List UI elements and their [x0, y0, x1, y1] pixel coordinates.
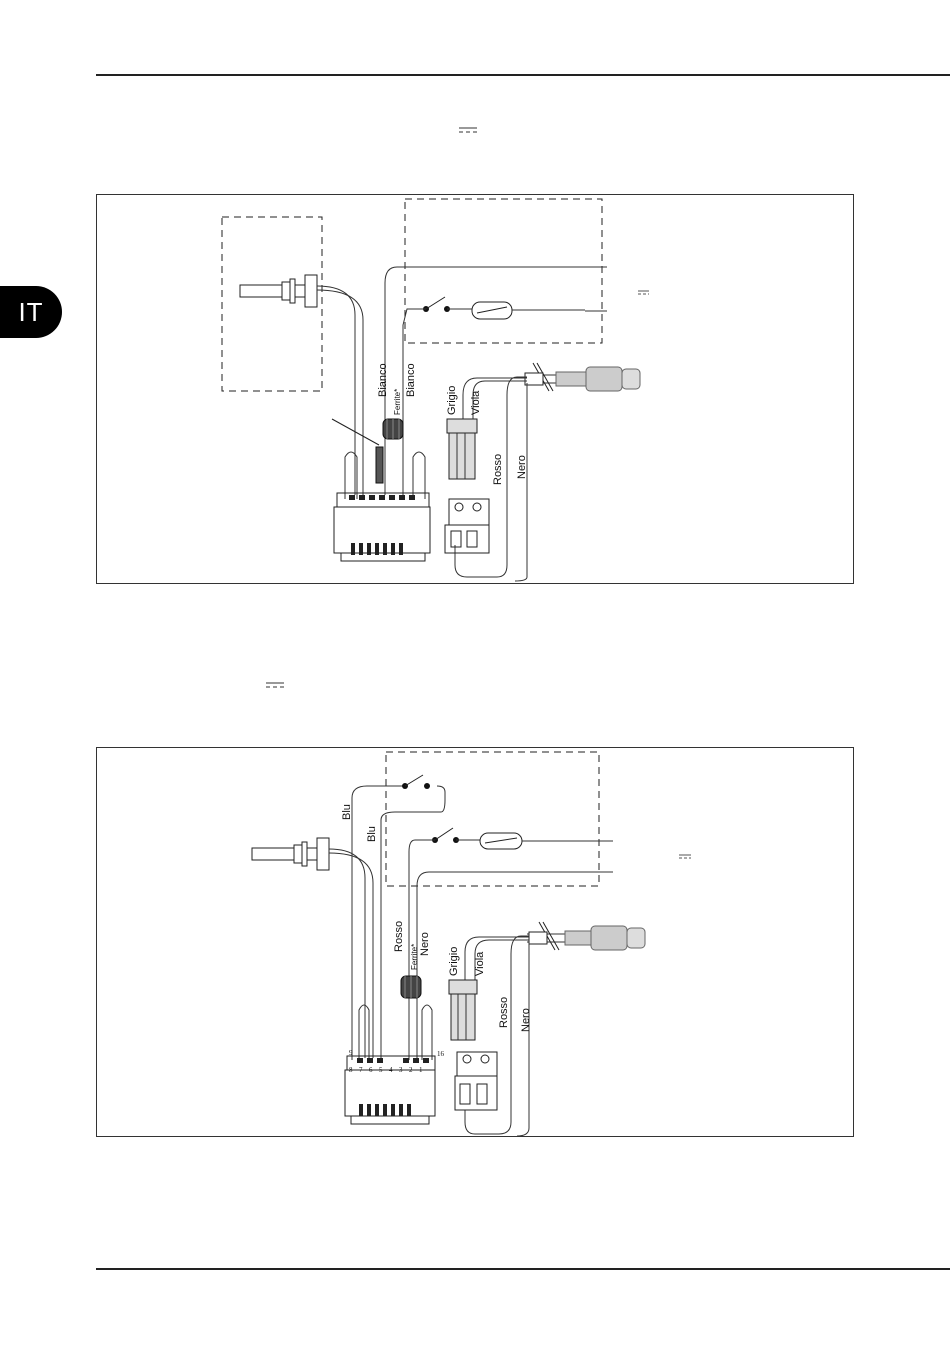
language-tab-label: IT: [18, 297, 43, 328]
reed-switch-enclosure-box: [405, 199, 602, 343]
wiring-diagram-1: Bianco Ferrite* Bianco Grigio Viola Ross…: [96, 194, 854, 584]
cable-connector-icon: [525, 363, 640, 391]
wire-label-rosso: Rosso: [492, 454, 504, 485]
terminal-number-9: 9: [349, 1049, 353, 1057]
probe-icon: [252, 838, 329, 870]
terminal-number-2: 2: [409, 1066, 413, 1074]
wiring-diagram-2: 9 16 8 7 6 5 4 3 2 1: [96, 747, 854, 1137]
wire-label-viola: Viola: [470, 390, 482, 415]
three-pin-connector-icon: [449, 980, 477, 1040]
screw-terminal-icon: [455, 1052, 497, 1110]
wire-label-nero: Nero: [516, 455, 528, 479]
terminal-number-7: 7: [359, 1066, 363, 1074]
wire-label-viola: Viola: [474, 951, 486, 976]
wiring-diagram-1-drawing: Bianco Ferrite* Bianco Grigio Viola Ross…: [97, 195, 855, 585]
terminal-number-6: 6: [369, 1066, 373, 1074]
reed-switch-icon: [472, 302, 585, 319]
switch-contact-upper-icon: [402, 775, 430, 789]
switch-contact-lower-icon: [432, 828, 459, 843]
wire-label-grigio: Grigio: [446, 386, 458, 415]
ferrite-core-icon: [383, 419, 403, 439]
wire-label-bianco-1: Bianco: [377, 363, 389, 397]
wire-label-ferrite: Ferrite*: [393, 389, 402, 415]
wire-label-rosso: Rosso: [393, 921, 405, 952]
terminal-number-16: 16: [437, 1050, 445, 1058]
probe-icon: [240, 275, 317, 307]
three-pin-connector-icon: [447, 419, 477, 479]
footer-rule: [96, 1268, 950, 1270]
terminal-number-8: 8: [349, 1066, 353, 1074]
cable-connector-icon: [527, 922, 645, 950]
wire-label-rosso-2: Rosso: [498, 997, 510, 1028]
wire-label-nero-2: Nero: [520, 1008, 532, 1032]
terminal-number-4: 4: [389, 1066, 393, 1074]
wire-label-ferrite: Ferrite*: [410, 944, 419, 970]
dc-symbol-icon: [265, 681, 285, 689]
language-tab: IT: [0, 286, 62, 338]
terminal-number-1: 1: [419, 1066, 423, 1074]
terminal-number-5: 5: [379, 1066, 383, 1074]
screw-terminal-icon: [445, 499, 489, 553]
dc-symbol-icon: [458, 126, 478, 134]
resistor-icon: [376, 447, 383, 483]
wiring-diagram-2-drawing: 9 16 8 7 6 5 4 3 2 1: [97, 748, 855, 1138]
ferrite-core-icon: [401, 976, 421, 998]
switch-enclosure-box: [386, 752, 599, 886]
sensor-enclosure-box: [222, 217, 322, 391]
reed-switch-icon: [480, 833, 522, 849]
terminal-block-icon: [334, 493, 430, 561]
dc-symbol-small-icon: [679, 855, 691, 858]
wire-label-bianco-2: Bianco: [405, 363, 417, 397]
wire-label-blu-1: Blu: [341, 804, 353, 820]
dc-symbol-small-icon: [638, 291, 649, 294]
terminal-number-3: 3: [399, 1066, 403, 1074]
wire-label-nero: Nero: [419, 932, 431, 956]
header-rule: [96, 74, 950, 76]
wire-label-grigio: Grigio: [448, 947, 460, 976]
wire-label-blu-2: Blu: [366, 826, 378, 842]
